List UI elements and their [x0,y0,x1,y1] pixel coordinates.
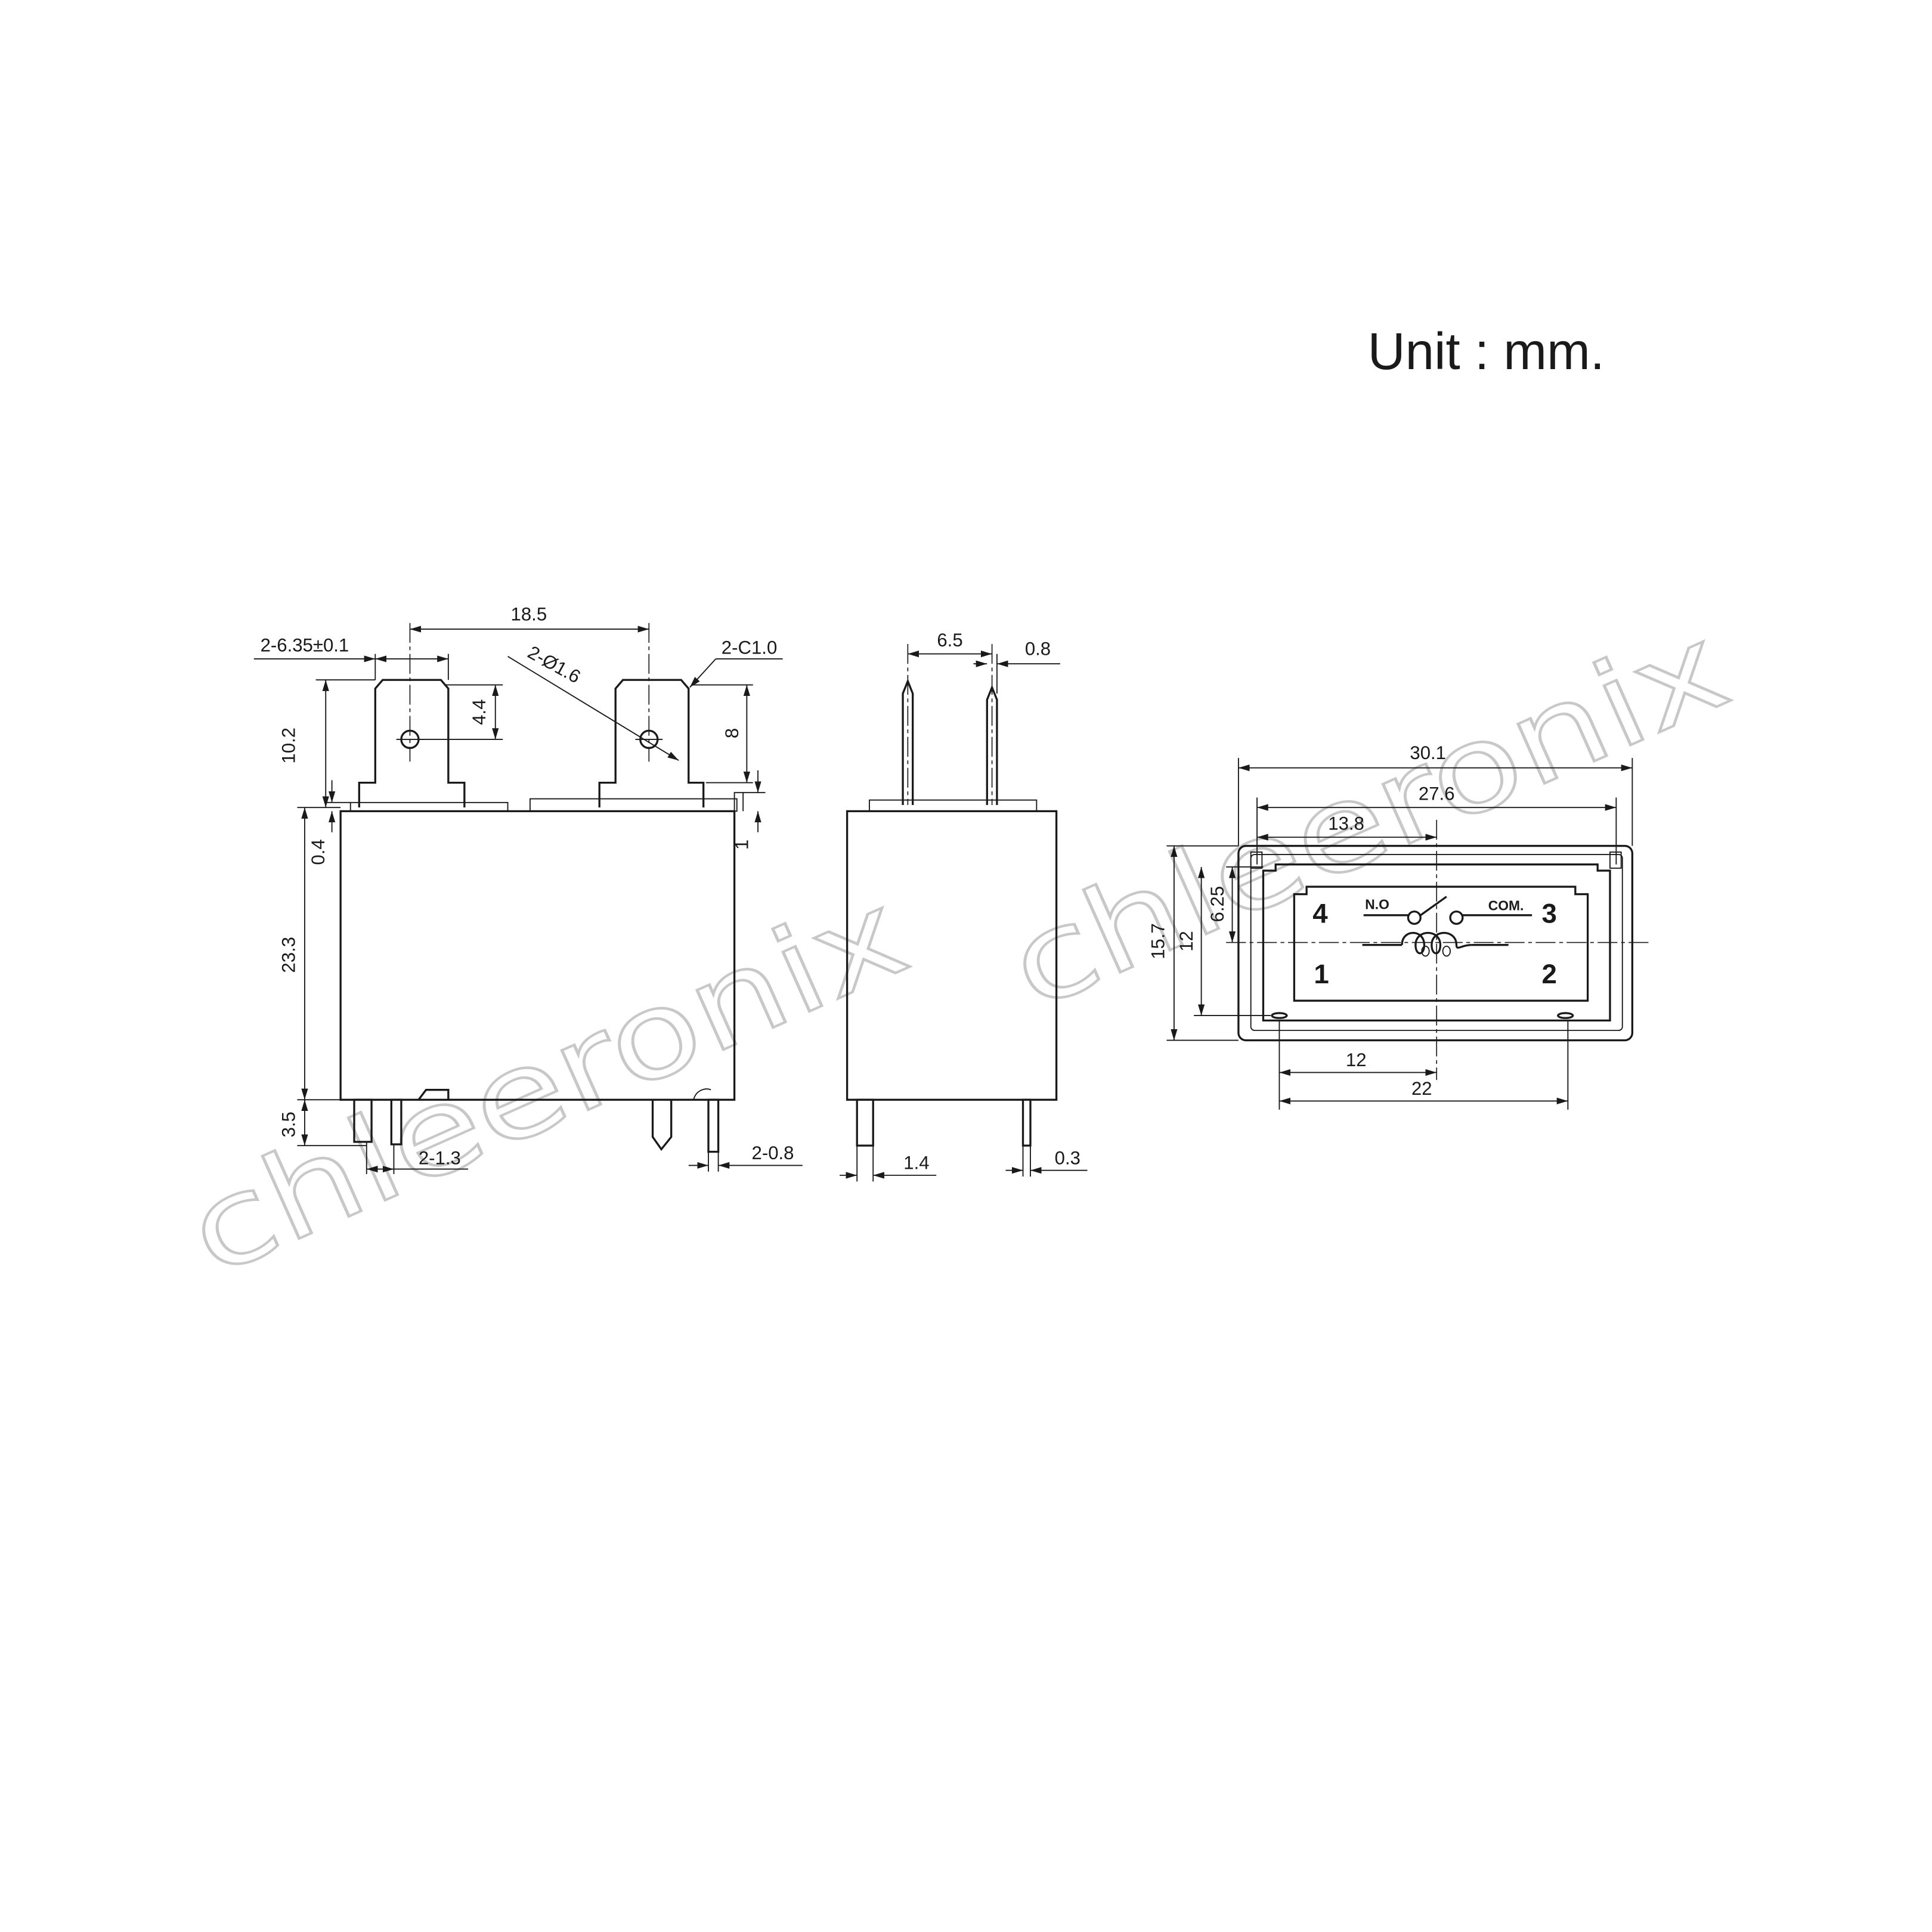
dim-pitch: 18.5 [410,604,649,633]
dim-pin-length-label: 3.5 [278,1111,299,1137]
bottom-view: 4 3 1 2 N.O COM. 30.1 [1147,742,1650,1110]
dim-overall-length: 30.1 [1237,742,1633,846]
dim-inner-length: 27.6 [1256,784,1617,865]
terminal-3-label: 3 [1542,898,1557,928]
dim-terminal-thickness: 0.8 [973,639,1060,694]
dim-half-length: 13.8 [1257,813,1437,841]
dim-pin-thickness-label: 2-0.8 [752,1143,794,1163]
dim-pin-width: 2-1.3 [366,1141,469,1174]
side-view: 6.5 0.8 1.4 0.3 [840,630,1088,1182]
dim-side-pin-thickness-label: 0.3 [1055,1147,1080,1168]
dim-side-pin-thickness: 0.3 [1005,1145,1088,1177]
pin-mark-bottom-right [1557,1012,1574,1019]
bottom-recess [1262,863,1611,1022]
dim-overall-width: 15.7 [1147,845,1239,1041]
watermark-text-right: chleeronix [989,598,1747,1037]
terminal-tab-left [358,679,466,808]
dim-pin-spacing: 22 [1279,1020,1569,1110]
coil-symbol [1362,931,1509,957]
dim-center-offset-label: 6.25 [1207,886,1228,922]
switch-symbol [1363,896,1532,925]
terminal-4-label: 4 [1312,898,1328,928]
top-flange-side [869,799,1038,812]
dim-tab-width: 2-6.35±0.1 [253,634,449,680]
pin-mark-top-left [1250,851,1263,869]
dim-hole-offset-label: 4.4 [469,699,490,725]
dim-step-label: 1 [731,840,752,850]
dim-top-gap-label: 0.4 [308,839,329,865]
bottom-outline-outer [1237,844,1634,1042]
dim-side-pin-width-label: 1.4 [903,1153,929,1174]
dim-half-length-label: 13.8 [1328,813,1364,834]
pcb-pin-side-right [1021,1098,1032,1147]
body-notch [417,1089,450,1101]
dim-chamfer: 2-C1.0 [689,637,783,688]
watermark-text-left: chleeronix [168,865,926,1304]
pcb-pin-3 [651,1100,673,1151]
dim-overall-width-label: 15.7 [1147,923,1168,959]
dim-center-offset: 6.25 [1207,866,1264,943]
dim-tab-length: 8 [691,684,753,784]
dim-pin-spacing-label: 22 [1411,1078,1432,1099]
dim-top-gap: 0.4 [308,780,351,865]
label-plate [1293,886,1589,1002]
terminal-2-label: 2 [1542,959,1557,989]
pin-mark-bottom-left [1271,1012,1288,1019]
dim-terminal-spacing: 6.5 [908,630,992,658]
pcb-pin-4 [707,1098,720,1153]
dim-tab-width-label: 2-6.35±0.1 [261,634,349,655]
pin-mark-top-right [1609,851,1622,869]
dim-body-height-label: 23.3 [278,937,299,973]
dim-pin-offset: 12 [1278,1020,1437,1110]
dim-pin-width-label: 2-1.3 [419,1147,461,1168]
unit-label: Unit : mm. [1368,323,1605,380]
top-plate-right [529,798,738,812]
dim-chamfer-label: 2-C1.0 [722,637,777,658]
contact-com-label: COM. [1488,898,1524,914]
dim-hole-diameter-label: 2-Ø1.6 [524,642,584,688]
terminal-1-label: 1 [1314,959,1329,989]
dim-terminal-height: 10.2 [278,679,376,808]
dim-step: 1 [731,770,766,850]
pin-shoulder [693,1088,711,1100]
dim-pin-offset-label: 12 [1346,1049,1367,1070]
front-view: 18.5 2-6.35±0.1 2-C1.0 2-Ø1.6 4.4 [253,604,803,1174]
pcb-pin-side-left [856,1098,874,1147]
dim-terminal-thickness-label: 0.8 [1025,639,1051,660]
watermark: chleeronix chleeronix [167,597,1748,1304]
dim-hole-diameter: 2-Ø1.6 [507,642,679,761]
dim-pin-row-spacing-label: 12 [1176,931,1197,952]
dim-tab-length-label: 8 [722,728,742,738]
dim-pin-row-spacing: 12 [1176,866,1271,1017]
dim-pin-length: 3.5 [278,1100,367,1147]
pcb-pin-2 [390,1098,402,1145]
dim-side-pin-width: 1.4 [840,1145,937,1182]
dim-pitch-label: 18.5 [511,604,547,625]
top-step [733,792,744,812]
dim-terminal-height-label: 10.2 [278,727,299,764]
dim-overall-length-label: 30.1 [1410,742,1446,763]
dim-inner-length-label: 27.6 [1419,784,1455,804]
pcb-pin-1 [353,1098,373,1143]
dim-terminal-spacing-label: 6.5 [937,630,962,651]
top-plate-left [349,801,509,812]
dim-hole-offset: 4.4 [419,684,503,740]
dim-pin-thickness: 2-0.8 [688,1143,803,1172]
dim-body-height: 23.3 [278,807,354,1101]
terminal-tab-right [598,679,705,808]
contact-no-label: N.O [1365,896,1389,912]
